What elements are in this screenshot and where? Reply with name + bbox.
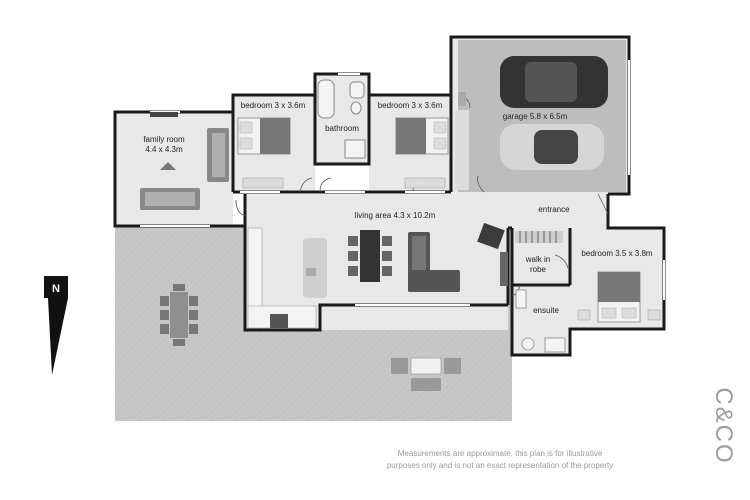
family-room-furniture [140, 112, 229, 210]
ensuite-fixtures [515, 289, 566, 353]
dining-table [348, 230, 392, 282]
label-living-area: living area 4.3 x 10.2m [355, 211, 436, 220]
disclaimer-line-1: Measurements are approximate, this plan … [398, 449, 603, 458]
label-walk-in-robe-1: walk in [525, 255, 550, 264]
label-bedroom-left: bedroom 3 x 3.6m [241, 101, 306, 110]
walk-in-robe-shelving [515, 231, 563, 243]
disclaimer-line-2: purposes only and is not an exact repres… [387, 461, 613, 470]
bedroom-left-bed [237, 117, 291, 189]
brand-logo-text: C&CO [710, 387, 737, 464]
garage-cars [455, 56, 608, 190]
label-walk-in-robe-2: robe [530, 265, 547, 274]
brand-logo: C&CO [710, 387, 737, 464]
kitchen [247, 227, 327, 329]
label-family-room: family room [143, 135, 185, 144]
label-family-room-size: 4.4 x 4.3m [145, 145, 183, 154]
label-entrance: entrance [538, 205, 570, 214]
label-bathroom: bathroom [325, 124, 359, 133]
label-garage: garage 5.8 x 6.5m [503, 112, 568, 121]
label-ensuite: ensuite [533, 306, 559, 315]
north-arrow-icon: N [44, 276, 68, 375]
label-bedroom-right: bedroom 3.5 x 3.8m [581, 249, 652, 258]
compass-label: N [52, 283, 60, 295]
bathroom-fixtures [317, 79, 366, 159]
room-labels: family room 4.4 x 4.3m bedroom 3 x 3.6m … [143, 101, 653, 315]
label-bedroom-mid: bedroom 3 x 3.6m [378, 101, 443, 110]
outdoor-lounge [391, 357, 461, 391]
bedroom-mid-bed [395, 117, 449, 189]
outdoor-dining [160, 284, 198, 346]
bedroom-right-bed [577, 271, 661, 323]
lounge-furniture [408, 222, 508, 292]
